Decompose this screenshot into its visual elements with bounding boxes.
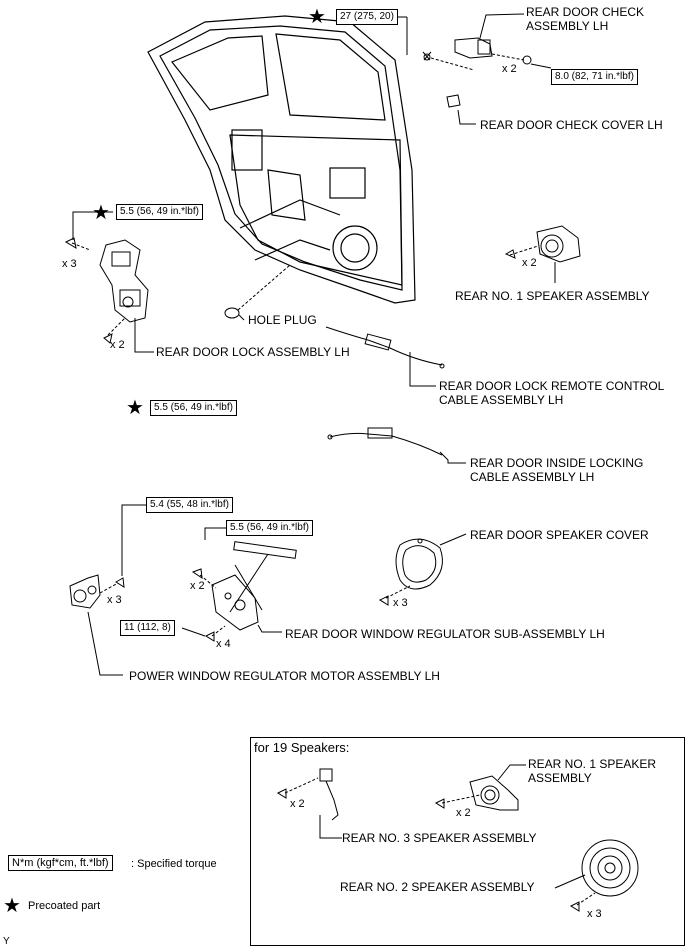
label-inside-cable: REAR DOOR INSIDE LOCKING CABLE ASSEMBLY … [470, 456, 644, 484]
torque-spec-cable: 5.5 (56, 49 in.*lbf) [150, 400, 237, 416]
legend-star-text: Precoated part [28, 900, 101, 912]
torque-spec-lock: 5.5 (56, 49 in.*lbf) [116, 204, 203, 220]
window-regulator-drawing [181, 527, 297, 642]
inset-qty-speaker2: x 3 [587, 908, 602, 920]
qty-regulator-top: x 2 [190, 580, 205, 592]
torque-spec-regulator-bolt: 11 (112, 8) [120, 620, 175, 636]
speaker1-drawing [504, 225, 581, 283]
qty-lock-top: x 3 [62, 258, 77, 270]
qty-check: x 2 [502, 63, 517, 75]
label-speaker-cover: REAR DOOR SPEAKER COVER [470, 528, 649, 542]
label-remote-cable: REAR DOOR LOCK REMOTE CONTROL CABLE ASSE… [439, 379, 665, 407]
inset-speaker2-drawing [554, 839, 639, 912]
qty-regulator-bottom: x 4 [216, 638, 231, 650]
torque-spec-8: 8.0 (82, 71 in.*lbf) [551, 69, 638, 85]
star-icon: ★ [92, 202, 110, 224]
star-icon: ★ [126, 397, 144, 419]
label-lock: REAR DOOR LOCK ASSEMBLY LH [156, 345, 350, 359]
legend-torque-text: : Specified torque [131, 858, 217, 870]
legend-torque-box: N*m (kgf*cm, ft.*lbf) [8, 855, 113, 871]
qty-speaker1: x 2 [522, 257, 537, 269]
label-speaker1: REAR NO. 1 SPEAKER ASSEMBLY [455, 289, 650, 303]
star-icon: ★ [3, 895, 21, 917]
inset-title: for 19 Speakers: [254, 740, 350, 755]
inset-label-speaker3: REAR NO. 3 SPEAKER ASSEMBLY [342, 831, 537, 845]
inset-label-speaker1: REAR NO. 1 SPEAKER ASSEMBLY [528, 757, 657, 785]
star-icon: ★ [308, 6, 326, 28]
inset-19-speakers [250, 737, 685, 946]
label-door-check: REAR DOOR CHECK ASSEMBLY LH [526, 5, 645, 33]
label-door-check-cover: REAR DOOR CHECK COVER LH [480, 118, 663, 132]
door-panel [147, 15, 416, 304]
label-window-motor: POWER WINDOW REGULATOR MOTOR ASSEMBLY LH [129, 669, 440, 683]
inset-speaker1-drawing [434, 764, 526, 811]
torque-spec-motor: 5.4 (55, 48 in.*lbf) [146, 497, 233, 513]
door-check-drawing [406, 13, 552, 71]
torque-spec-27: 27 (275, 20) [336, 9, 398, 25]
inset-speaker3-drawing [276, 768, 342, 839]
figure-code: Y [3, 936, 10, 947]
lock-drawing [64, 211, 154, 353]
torque-spec-regulator: 5.5 (56, 49 in.*lbf) [226, 520, 313, 536]
window-motor-drawing [69, 504, 146, 676]
inset-qty-speaker3: x 2 [290, 798, 305, 810]
door-check-cover-drawing [446, 94, 476, 125]
qty-speaker-cover: x 3 [393, 597, 408, 609]
qty-motor: x 3 [107, 594, 122, 606]
speaker-cover-drawing [378, 533, 467, 606]
hole-plug-drawing [224, 264, 291, 321]
inset-label-speaker2: REAR NO. 2 SPEAKER ASSEMBLY [340, 880, 535, 894]
remote-cable-drawing [325, 326, 445, 387]
qty-lock-bottom: x 2 [110, 339, 125, 351]
label-hole-plug: HOLE PLUG [248, 313, 317, 327]
inside-cable-drawing [327, 427, 466, 464]
label-window-regulator: REAR DOOR WINDOW REGULATOR SUB-ASSEMBLY … [285, 627, 605, 641]
inset-qty-speaker1: x 2 [456, 807, 471, 819]
